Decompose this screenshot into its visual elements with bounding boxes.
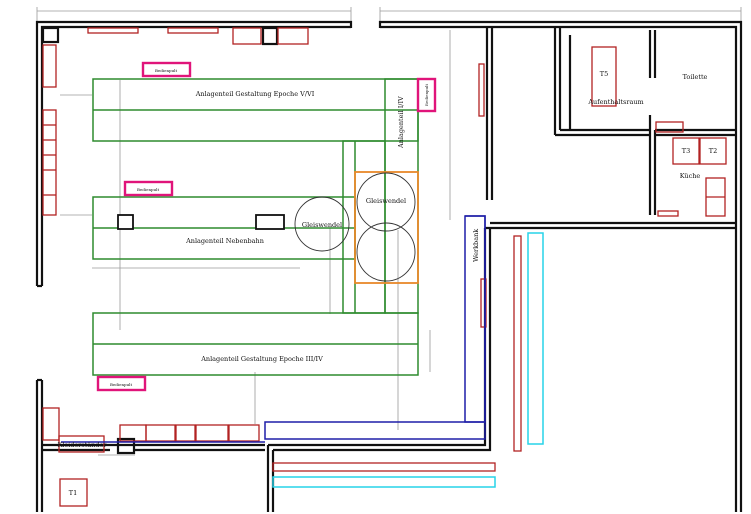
- helix-frame: [354, 171, 419, 284]
- label-aufenthaltsraum: Aufenthaltsraum: [587, 98, 643, 106]
- label-gleiswendel-right: Gleiswendel: [366, 197, 406, 205]
- label-epoche-v-vi: Anlagenteil Gestaltung Epoche V/VI: [195, 90, 315, 98]
- support-box: [117, 214, 134, 230]
- label-t2: T2: [709, 147, 717, 155]
- control-desk-2: [416, 77, 437, 113]
- section-connector: [342, 140, 386, 314]
- furniture: [42, 27, 727, 507]
- workbench: [61, 215, 486, 443]
- label-kueche: Küche: [680, 172, 701, 180]
- label-bedienpult-3: Bedienpult: [137, 187, 160, 192]
- label-bedienpult-1: Bedienpult: [155, 68, 178, 73]
- label-gleiswendel-left: Gleiswendel: [302, 221, 342, 229]
- control-desk-1: [141, 61, 192, 78]
- label-bedienpult-4: Bedienpult: [110, 382, 133, 387]
- support-box: [255, 214, 285, 230]
- control-desk-3: [123, 180, 174, 197]
- coat-rack: [58, 435, 105, 453]
- helix-circle-upper: [356, 172, 416, 232]
- walls: [35, 20, 743, 512]
- dimension-lines: [36, 7, 742, 456]
- label-bedienpult-2: Bedienpult: [424, 84, 429, 107]
- label-nebenbahn: Anlagenteil Nebenbahn: [185, 237, 264, 245]
- label-t3: T3: [682, 147, 690, 155]
- helix-circle-left: [294, 196, 350, 252]
- label-anlagenteil-i-iv: Anlagenteil I/IV: [397, 96, 405, 149]
- label-kleiderstaender: Kleiderständer: [57, 441, 107, 449]
- control-desks: [96, 61, 437, 392]
- control-desk-4: [96, 375, 147, 392]
- cyan-shelves: [272, 232, 544, 488]
- helix-circle-lower: [356, 222, 416, 282]
- label-epoche-iii-iv: Anlagenteil Gestaltung Epoche III/IV: [200, 355, 323, 363]
- table-t5: [591, 46, 617, 107]
- label-werkbank: Werkbank: [472, 229, 480, 262]
- table-t1: [59, 478, 88, 507]
- label-toilette: Toilette: [683, 73, 708, 81]
- label-t1: T1: [69, 489, 77, 497]
- label-t5: T5: [600, 70, 608, 78]
